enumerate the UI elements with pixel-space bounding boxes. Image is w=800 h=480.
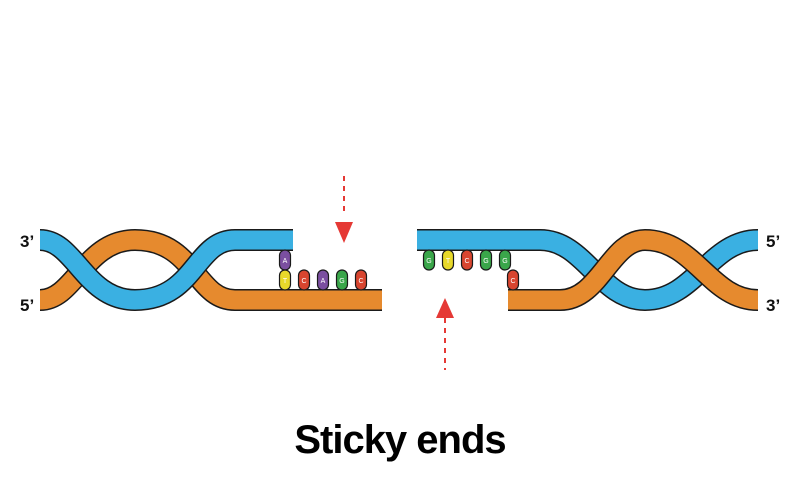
left-bottom-base: G <box>335 269 349 291</box>
right-top-base: G <box>422 249 436 271</box>
bottom-arrow-head <box>436 298 454 318</box>
right-bottom-end-label: 3’ <box>766 296 781 315</box>
right-bottom-strand <box>508 229 759 311</box>
right-top-end-label: 5’ <box>766 232 781 251</box>
left-bottom-base: A <box>316 269 330 291</box>
cut-site-arrows <box>335 176 454 370</box>
base-letter: C <box>358 278 363 285</box>
left-bottom-strand <box>38 229 382 311</box>
right-top-base: G <box>498 249 512 271</box>
base-letter: T <box>446 258 451 265</box>
right-bottom-base: C <box>506 269 520 291</box>
base-letter: A <box>321 278 326 285</box>
right-top-strand <box>417 229 759 311</box>
base-letter: C <box>301 278 306 285</box>
right-top-base: G <box>479 249 493 271</box>
right-top-base: T <box>441 249 455 271</box>
base-letter: T <box>283 278 288 285</box>
dna-strands <box>38 229 759 311</box>
left-top-end-label: 3’ <box>20 232 35 251</box>
left-bottom-base: T <box>278 269 292 291</box>
base-letter: A <box>283 258 288 265</box>
base-letter: G <box>339 278 344 285</box>
nucleotide-bases: A T C A G C G T C G G C <box>278 249 520 291</box>
left-bottom-base: C <box>297 269 311 291</box>
left-bottom-end-label: 5’ <box>20 296 35 315</box>
left-bottom-base: C <box>354 269 368 291</box>
diagram-title: Sticky ends <box>294 418 506 462</box>
left-top-base: A <box>278 249 292 271</box>
base-letter: G <box>483 258 488 265</box>
base-letter: G <box>426 258 431 265</box>
base-letter: G <box>502 258 507 265</box>
top-arrow-head <box>335 222 353 243</box>
base-letter: C <box>464 258 469 265</box>
left-top-strand <box>38 229 293 311</box>
right-top-base: C <box>460 249 474 271</box>
base-letter: C <box>510 278 515 285</box>
